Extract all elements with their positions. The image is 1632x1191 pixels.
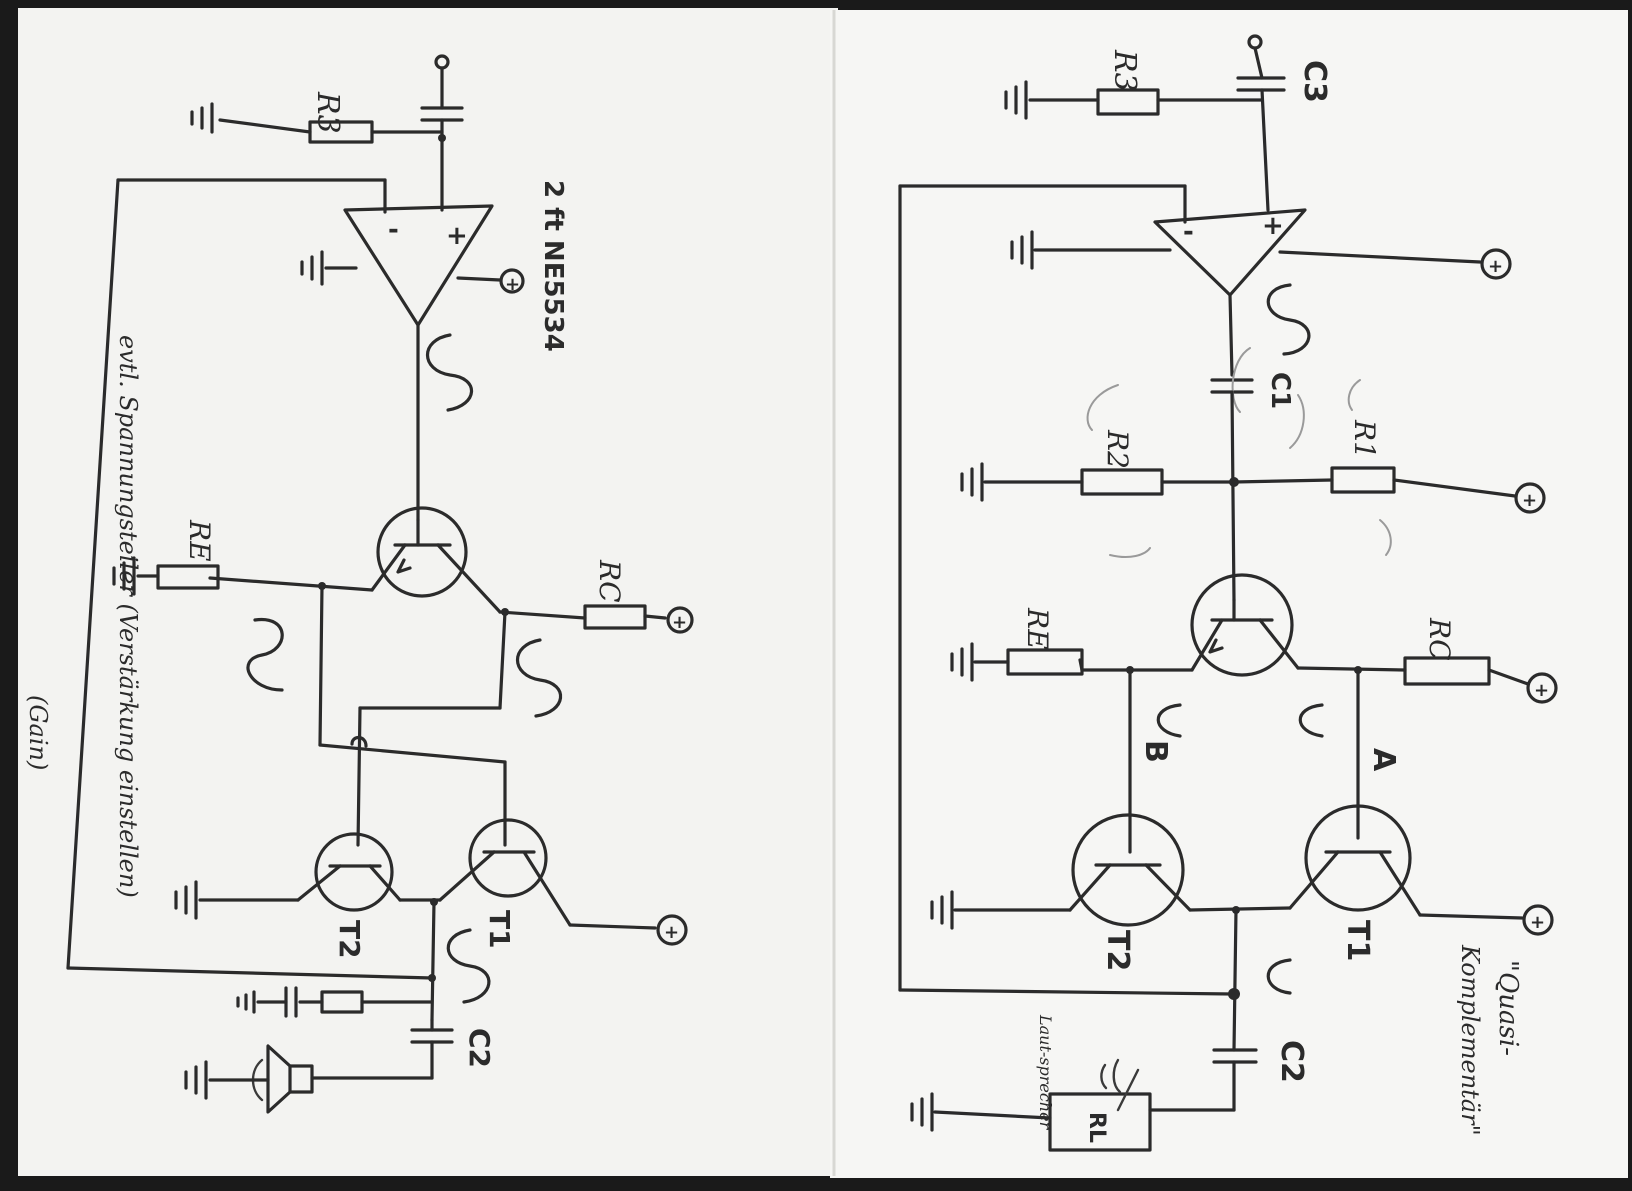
right-signal-waveform-1 bbox=[1266, 283, 1311, 356]
left-ground-t2 bbox=[174, 880, 198, 920]
left-ground-r3 bbox=[190, 102, 214, 134]
left-ground-zobel bbox=[236, 990, 256, 1014]
left-schematic: R3 - + + 2 ft NE5534 bbox=[24, 54, 694, 1114]
left-ground-re bbox=[112, 556, 136, 596]
left-rc-supply-terminal bbox=[666, 606, 694, 634]
right-node-a-label: A bbox=[1366, 748, 1401, 772]
right-ground-r2 bbox=[960, 462, 984, 502]
right-r1-supply-symbol: + bbox=[1522, 490, 1537, 511]
right-speaker-note: Laut-sprecher bbox=[1036, 1014, 1055, 1131]
right-r1-label: R1 bbox=[1348, 419, 1381, 459]
left-opamp-supply-symbol: + bbox=[505, 274, 520, 295]
left-c2-label: C2 bbox=[463, 1028, 496, 1068]
right-opamp-plus: + bbox=[1262, 211, 1284, 241]
right-ground-r3 bbox=[1004, 80, 1028, 120]
right-title-line2: Komplementär" bbox=[1456, 944, 1484, 1136]
left-rc-label: RC bbox=[593, 559, 626, 603]
left-opamp-label: 2 ft NE5534 bbox=[538, 180, 568, 352]
right-opamp-supply-terminal bbox=[1480, 248, 1512, 280]
right-c2-label: C2 bbox=[1274, 1040, 1309, 1083]
right-t1-supply-terminal bbox=[1522, 904, 1554, 936]
right-r3-label: R3 bbox=[1107, 49, 1142, 92]
right-t1-label: T1 bbox=[1340, 920, 1375, 961]
left-t1-label: T1 bbox=[483, 910, 516, 949]
left-t1-supply-symbol: + bbox=[664, 922, 679, 943]
right-c3-label: C3 bbox=[1297, 60, 1332, 103]
right-load-resistor-rl bbox=[1048, 1092, 1152, 1152]
right-title-line1: "Quasi- bbox=[1493, 960, 1523, 1056]
right-ground-rl bbox=[910, 1092, 934, 1132]
left-re-label: RE bbox=[183, 519, 216, 562]
right-re-label: RE bbox=[1021, 607, 1054, 650]
right-paper-sheet bbox=[830, 10, 1628, 1178]
left-t1-supply-terminal bbox=[656, 914, 688, 946]
right-rc-supply-symbol: + bbox=[1534, 680, 1549, 701]
right-ground-opamp bbox=[1010, 230, 1034, 270]
left-driver-transistor bbox=[376, 506, 468, 598]
left-signal-waveform-4 bbox=[446, 928, 491, 1004]
left-t2-label: T2 bbox=[333, 920, 366, 959]
left-ground-speaker bbox=[184, 1060, 208, 1100]
left-opamp-minus: - bbox=[388, 215, 399, 245]
right-schematic: C3 R3 - + + bbox=[898, 34, 1558, 1152]
right-rl-label: RL bbox=[1084, 1112, 1109, 1143]
right-r1-supply-terminal bbox=[1514, 482, 1546, 514]
right-signal-waveform-2 bbox=[1156, 703, 1182, 738]
right-ground-re bbox=[950, 642, 974, 682]
right-ground-t2 bbox=[930, 890, 954, 930]
left-r3-label: R3 bbox=[310, 91, 345, 134]
right-sound-waves-icon bbox=[1100, 1058, 1140, 1112]
right-transistor-t2 bbox=[1071, 813, 1185, 927]
right-opamp-minus: - bbox=[1183, 217, 1194, 247]
right-transistor-t1 bbox=[1304, 804, 1412, 912]
left-transistor-t1 bbox=[468, 818, 548, 898]
right-r2-label: R2 bbox=[1101, 429, 1134, 469]
right-node-b-label: B bbox=[1138, 740, 1173, 763]
right-driver-transistor bbox=[1190, 573, 1294, 677]
right-rc-supply-terminal bbox=[1526, 672, 1558, 704]
left-rc-supply-symbol: + bbox=[672, 612, 687, 633]
left-opamp-plus: + bbox=[446, 221, 468, 251]
left-ground-opamp bbox=[300, 250, 324, 286]
right-signal-waveform-4 bbox=[1266, 958, 1292, 995]
left-signal-waveform-1 bbox=[425, 333, 474, 412]
right-signal-waveform-3 bbox=[1298, 703, 1324, 738]
left-transistor-t2 bbox=[314, 832, 394, 912]
right-t2-label: T2 bbox=[1100, 930, 1135, 971]
left-note-line1: evtl. Spannungsteiler (Verstärkung einst… bbox=[114, 335, 142, 898]
left-note-line2: (Gain) bbox=[24, 695, 52, 770]
left-opamp-supply-terminal bbox=[499, 268, 525, 294]
right-c1-label: C1 bbox=[1265, 372, 1295, 409]
right-rc-label: RC bbox=[1423, 617, 1456, 661]
left-signal-waveform-3 bbox=[515, 638, 563, 718]
right-t1-supply-symbol: + bbox=[1530, 912, 1545, 933]
right-opamp-supply-symbol: + bbox=[1488, 256, 1503, 277]
left-opamp bbox=[343, 204, 494, 327]
right-opamp bbox=[1153, 208, 1307, 297]
right-resistor-r3 bbox=[1096, 88, 1160, 116]
left-signal-waveform-2 bbox=[246, 618, 284, 692]
left-paper-sheet bbox=[18, 8, 838, 1176]
